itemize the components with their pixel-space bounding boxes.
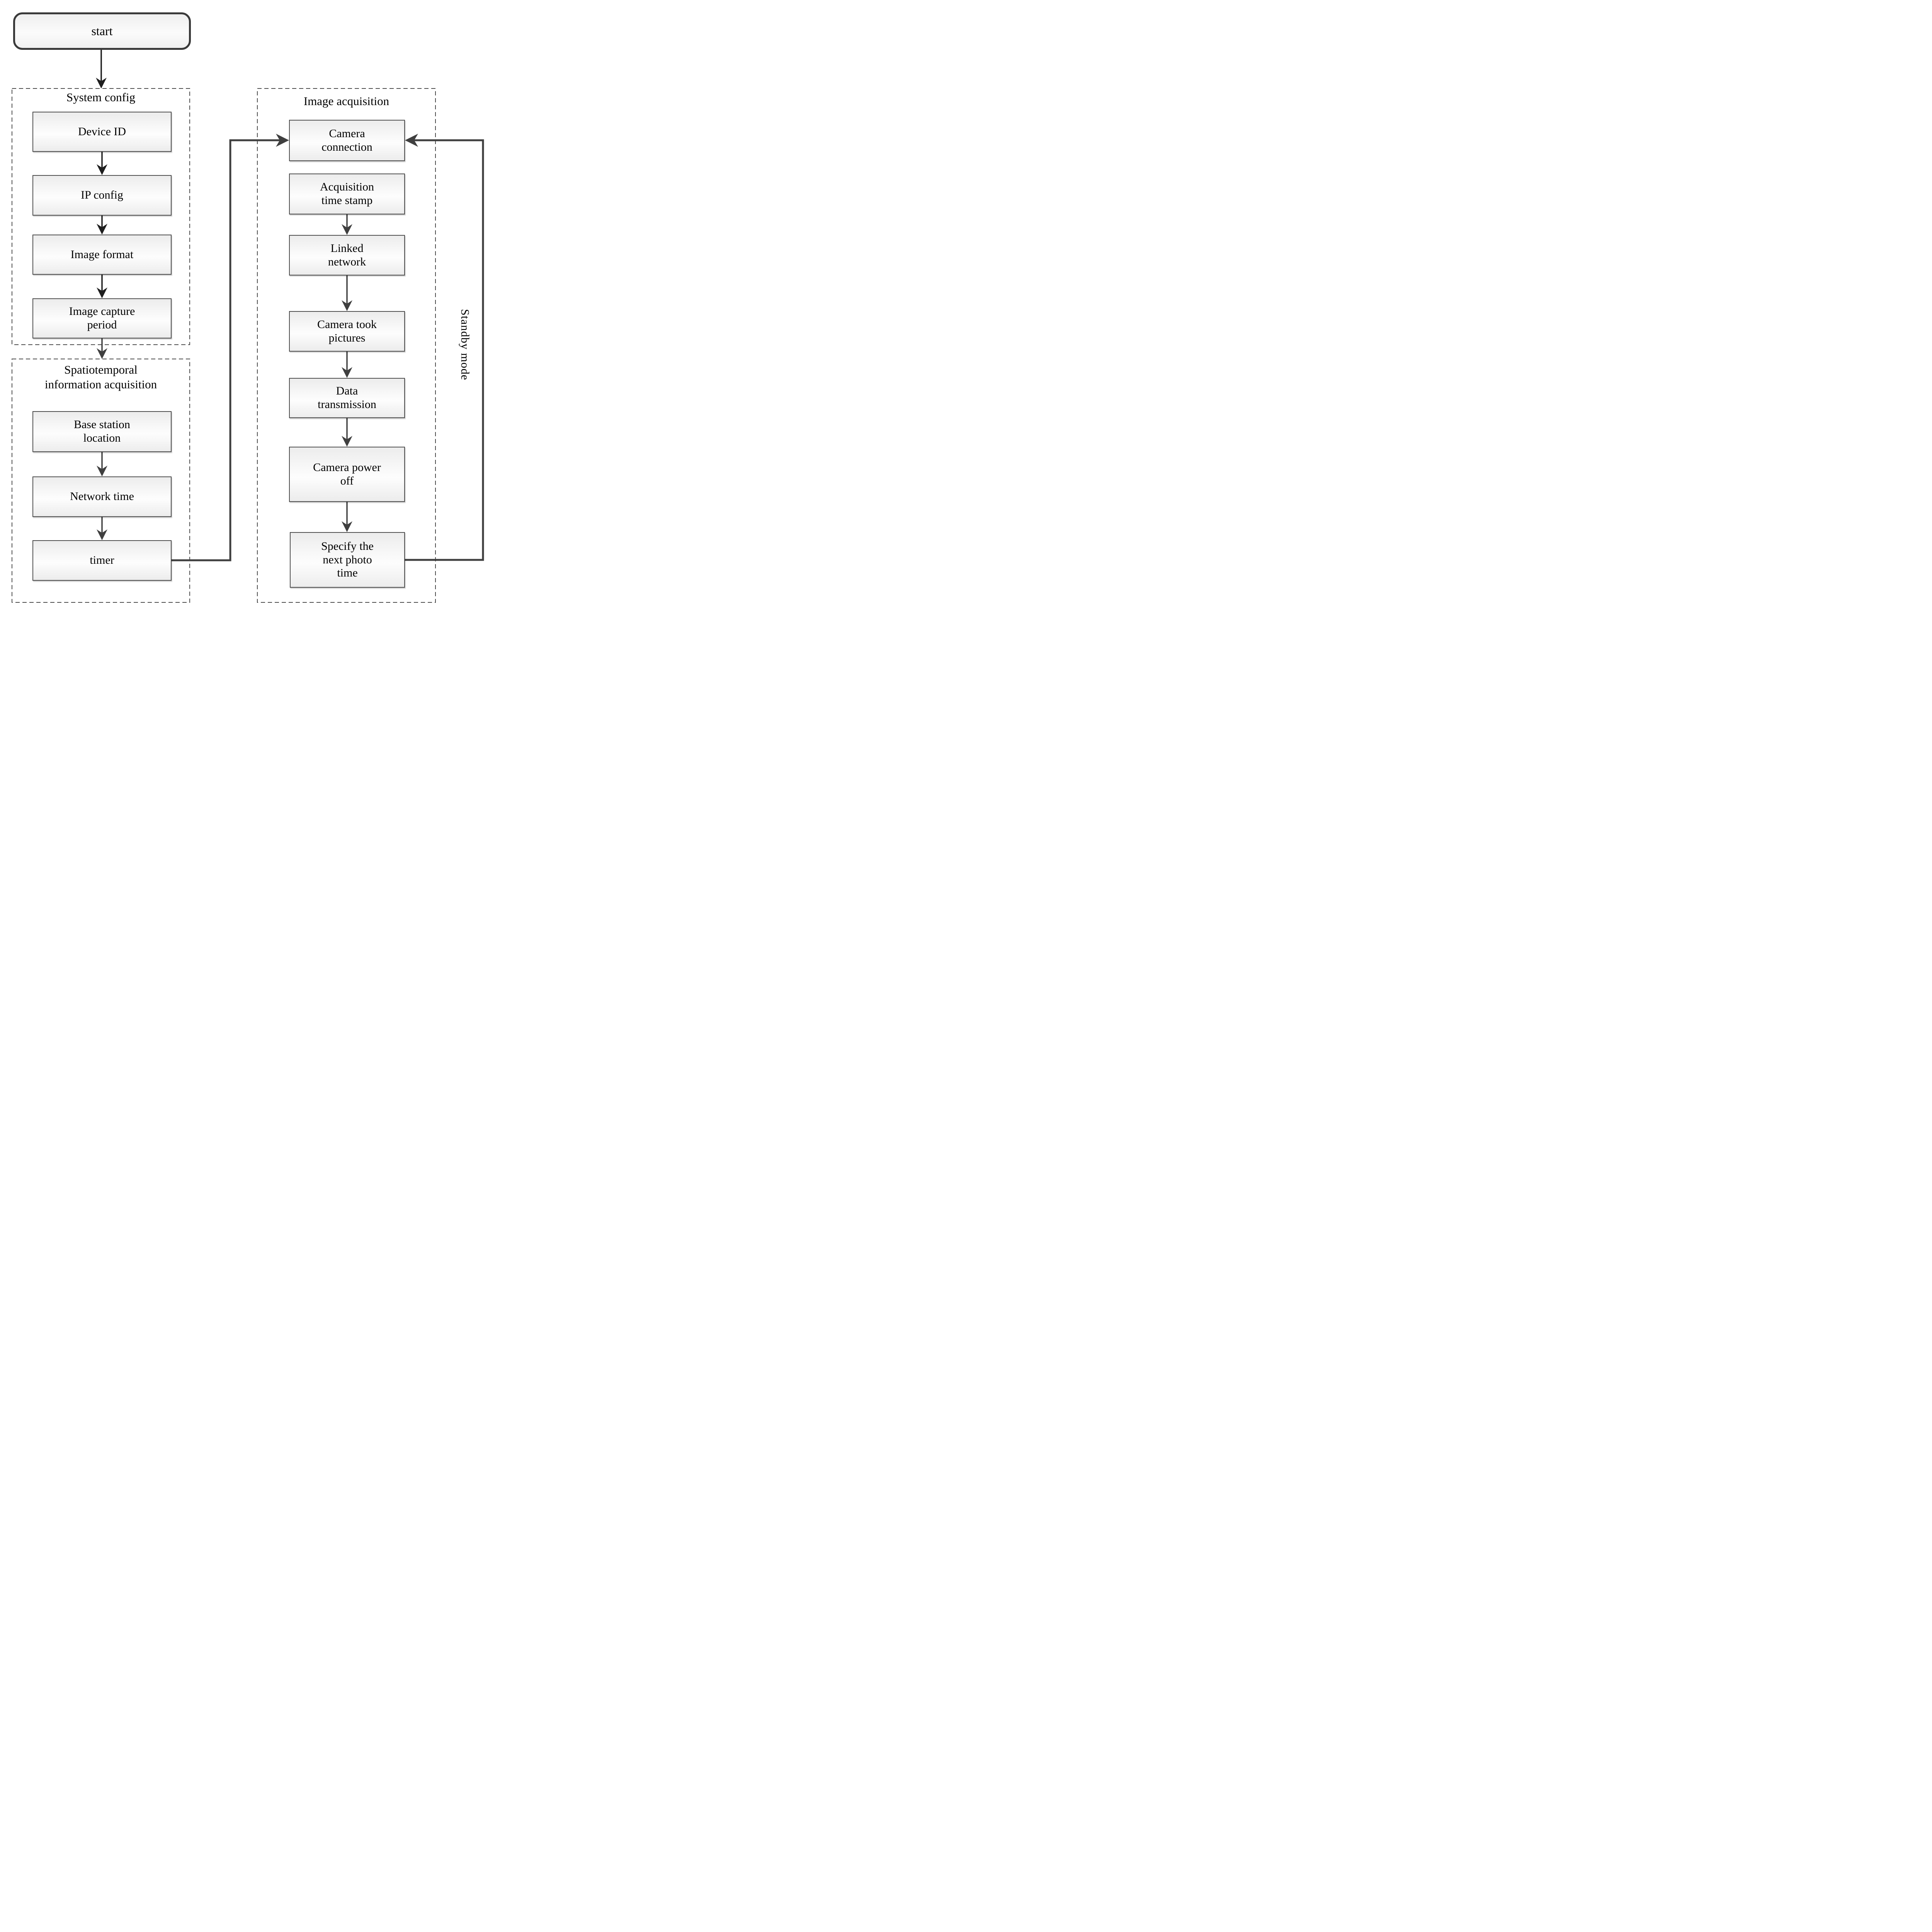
- connector-layer: [12, 50, 484, 603]
- node-base-station-location: Base station location: [32, 411, 172, 452]
- node-timer: timer: [32, 540, 172, 581]
- node-camera-power-off: Camera power off: [289, 447, 405, 502]
- arrow-data-transmission-to-camera-power-off: [342, 418, 352, 447]
- spatiotemporal-title: Spatiotemporal information acquisition: [44, 363, 157, 391]
- node-linked-network: Linked network: [289, 235, 405, 276]
- node-image-format: Image format: [32, 235, 172, 275]
- node-specify-next-photo-time: Specify the next photo time: [290, 532, 405, 588]
- node-camera-connection: Camera connection: [289, 120, 405, 161]
- node-data-transmission: Data transmission: [289, 378, 405, 418]
- arrow-start-to-system-config: [96, 50, 107, 88]
- connector-standby-loop: [405, 134, 484, 561]
- node-acquisition-time-stamp: Acquisition time stamp: [289, 173, 405, 214]
- system-config-container-border: [12, 88, 190, 345]
- node-ip-config: IP config: [32, 175, 172, 216]
- arrow-base-station-to-network-time: [97, 452, 107, 476]
- arrow-network-time-to-timer: [97, 517, 107, 540]
- image-acquisition-title: Image acquisition: [303, 94, 389, 108]
- node-start: start: [13, 12, 191, 50]
- connector-timer-to-camera-connection: [172, 134, 289, 561]
- system-config-title: System config: [66, 90, 136, 104]
- image-acquisition-container-border: [257, 88, 436, 603]
- standby-mode-label: Standby mode: [459, 309, 471, 381]
- node-network-time: Network time: [32, 476, 172, 517]
- node-camera-took-pictures: Camera took pictures: [289, 311, 405, 352]
- arrow-device-id-to-ip-config: [97, 152, 107, 175]
- arrow-image-format-to-image-capture-period: [97, 275, 107, 298]
- spatiotemporal-container-border: [12, 359, 190, 603]
- node-image-capture-period: Image capture period: [32, 298, 172, 338]
- arrow-linked-network-to-camera-took-pictures: [342, 276, 352, 311]
- arrow-ip-config-to-image-format: [97, 216, 107, 235]
- flowchart-canvas: start System config Device ID IP config …: [0, 0, 496, 616]
- node-device-id: Device ID: [32, 112, 172, 152]
- arrow-camera-power-off-to-specify-next-photo-time: [342, 502, 352, 532]
- arrow-image-capture-period-to-spatiotemporal: [97, 338, 107, 359]
- arrow-acquisition-time-stamp-to-linked-network: [342, 214, 352, 235]
- arrow-camera-took-pictures-to-data-transmission: [342, 352, 352, 378]
